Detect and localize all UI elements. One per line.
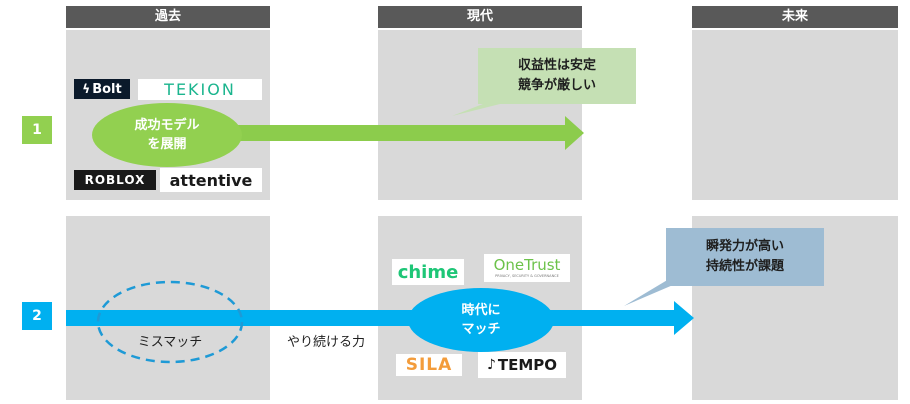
panel-row1-future	[692, 30, 898, 200]
logo-sila-text: SILA	[405, 355, 453, 375]
logo-attentive: attentive	[160, 168, 262, 192]
row2-callout-line1: 瞬発力が高い	[705, 239, 784, 254]
row2-oval-line1: 時代に	[461, 303, 501, 318]
logo-tekion-text: TEKION	[164, 80, 236, 99]
logo-roblox: ROBLOX	[74, 170, 156, 190]
arrow-label-persistence: やり続ける力	[286, 335, 365, 350]
logo-tempo: ♪ TEMPO	[478, 352, 566, 378]
logo-sila: SILA	[396, 354, 462, 376]
row2-callout: 瞬発力が高い 持続性が課題	[666, 228, 824, 286]
row1-oval-line1: 成功モデル	[134, 118, 200, 133]
panel-row2-past	[66, 216, 270, 400]
row2-arrow	[66, 301, 694, 335]
logo-onetrust-tagline: PRIVACY, SECURITY & GOVERNANCE	[495, 274, 559, 278]
mismatch-label: ミスマッチ	[137, 335, 203, 350]
logo-onetrust: OneTrust PRIVACY, SECURITY & GOVERNANCE	[484, 254, 570, 282]
column-header-present: 現代	[378, 6, 582, 28]
row2-oval-line2: マッチ	[461, 322, 501, 337]
logo-chime: chime	[392, 259, 464, 285]
row-number-2: 2	[22, 302, 52, 330]
mismatch-ellipse	[96, 280, 244, 364]
column-header-future: 未来	[692, 6, 898, 28]
row-number-1: 1	[22, 116, 52, 144]
row2-oval-match: 時代に マッチ	[408, 288, 554, 352]
logo-onetrust-text: OneTrust	[493, 256, 561, 274]
logo-bolt: ϟ Bolt	[74, 79, 130, 99]
logo-roblox-text: ROBLOX	[84, 173, 146, 187]
logo-attentive-text: attentive	[169, 170, 253, 190]
logo-bolt-text: Bolt	[92, 81, 122, 97]
logo-tempo-text: TEMPO	[497, 356, 558, 374]
row1-callout-line1: 収益性は安定	[517, 58, 596, 73]
row1-callout-line2: 競争が厳しい	[517, 78, 596, 93]
row1-arrow	[200, 116, 584, 150]
logo-chime-text: chime	[397, 261, 459, 283]
row1-callout: 収益性は安定 競争が厳しい	[478, 48, 636, 104]
row1-callout-tail	[452, 102, 508, 116]
row1-oval-success-model: 成功モデル を展開	[92, 103, 242, 167]
row1-oval-line2: を展開	[147, 137, 187, 152]
logo-tekion: TEKION	[138, 79, 262, 100]
column-header-past: 過去	[66, 6, 270, 28]
row2-callout-line2: 持続性が課題	[705, 259, 784, 274]
